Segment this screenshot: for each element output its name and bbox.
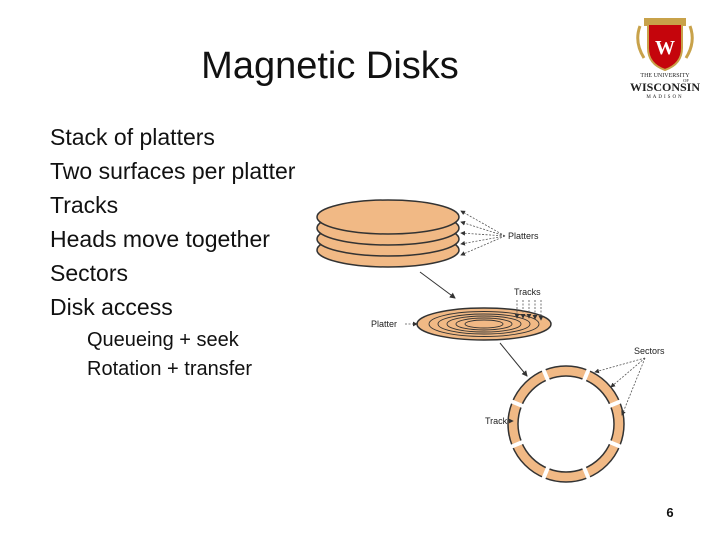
track-label: Track: [485, 416, 508, 426]
platter-label: Platter: [371, 319, 397, 329]
sub-bullet-item: Rotation + transfer: [87, 358, 253, 380]
bullet-item: Stack of platters: [50, 124, 215, 150]
logo-line4: MADISON: [646, 95, 683, 100]
sectors-arrows: [594, 357, 646, 416]
platter: [316, 199, 460, 235]
bullet-item: Tracks: [50, 192, 119, 218]
sub-bullet-item: Queueing + seek: [87, 329, 239, 351]
platters-arrows: [460, 210, 506, 256]
slide-title: Magnetic Disks: [201, 45, 459, 87]
bullet-list: Stack of platters Two surfaces per platt…: [50, 120, 295, 384]
logo-line2: OF: [683, 78, 689, 83]
logo-line1: THE UNIVERSITY: [640, 73, 690, 79]
stack-to-platter-arrow: [419, 271, 456, 299]
platters-label: Platters: [508, 231, 539, 241]
sector-ring: [507, 365, 625, 483]
tracks-label: Tracks: [514, 287, 541, 297]
university-logo: W THE UNIVERSITY OF WISCONSIN MADISON: [630, 18, 700, 100]
bullet-item: Two surfaces per platter: [50, 158, 296, 184]
bullet-item: Sectors: [50, 260, 128, 286]
sectors-label: Sectors: [634, 346, 665, 356]
logo-line3: WISCONSIN: [630, 80, 700, 94]
bullet-item: Disk access: [50, 294, 173, 320]
platter-stack: [316, 199, 460, 268]
page-number: 6: [666, 505, 674, 520]
bullet-item: Heads move together: [50, 226, 270, 252]
crest-icon: W: [636, 18, 694, 72]
crest-letter: W: [655, 37, 675, 59]
tracks-arrows: [514, 300, 544, 321]
platter-to-ring-arrow: [499, 342, 528, 377]
single-platter: [416, 307, 552, 341]
